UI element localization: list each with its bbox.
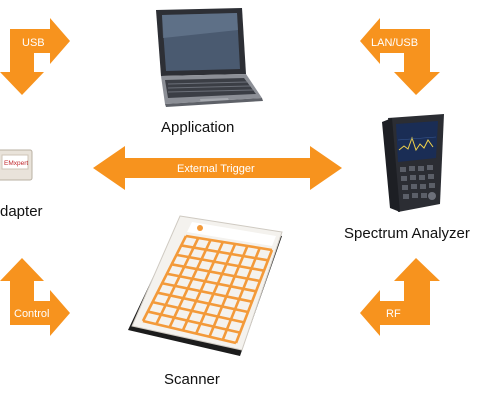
laptop-icon [156,8,263,107]
rf-arrow-label: RF [386,308,401,320]
control-arrow-label: Control [14,308,49,320]
scanner-grid-line [142,319,237,345]
scanner-grid-line [171,263,261,283]
scanner-grid-line [161,281,253,303]
adapter-label: dapter [0,203,43,220]
scanner-grid-line [166,272,257,293]
scanner-grid-line [208,245,249,338]
scanner-grid-line [155,237,200,325]
adapter-brand-logo: EMxpert [4,160,28,167]
scanner-grid-line [185,234,273,252]
scanner-grid-line [168,239,212,328]
scanner-grid-line [221,247,261,341]
scanner-grid-line [181,244,269,262]
scanner-board-icon [128,215,283,356]
application-label: Application [161,119,235,136]
lan-usb-arrow-label: LAN/USB [371,37,418,49]
scanner-grid [141,234,274,345]
external-trigger-arrow: External Trigger [93,146,342,190]
scanner-grid-line [157,291,249,314]
spectrum-analyzer-icon [382,114,444,212]
scanner-grid-line [234,249,274,344]
scanner-grid-line [194,243,237,335]
scanner-label: Scanner [164,371,220,388]
adapter-device-icon: EMxpert [0,149,33,181]
scanner-grid-line [176,253,265,272]
scanner-grid-line [181,241,225,331]
usb-arrow: USB [0,18,70,95]
lan-usb-arrow: LAN/USB [360,18,440,95]
control-arrow: Control [0,258,70,336]
scanner-grid-line [147,310,241,334]
rf-arrow: RF [360,258,440,336]
scanner-grid-line [152,300,245,324]
scanner-grid-line [141,235,188,322]
usb-arrow-label: USB [22,37,45,49]
spectrum-analyzer-label: Spectrum Analyzer [344,225,470,242]
external-trigger-label: External Trigger [177,163,255,175]
